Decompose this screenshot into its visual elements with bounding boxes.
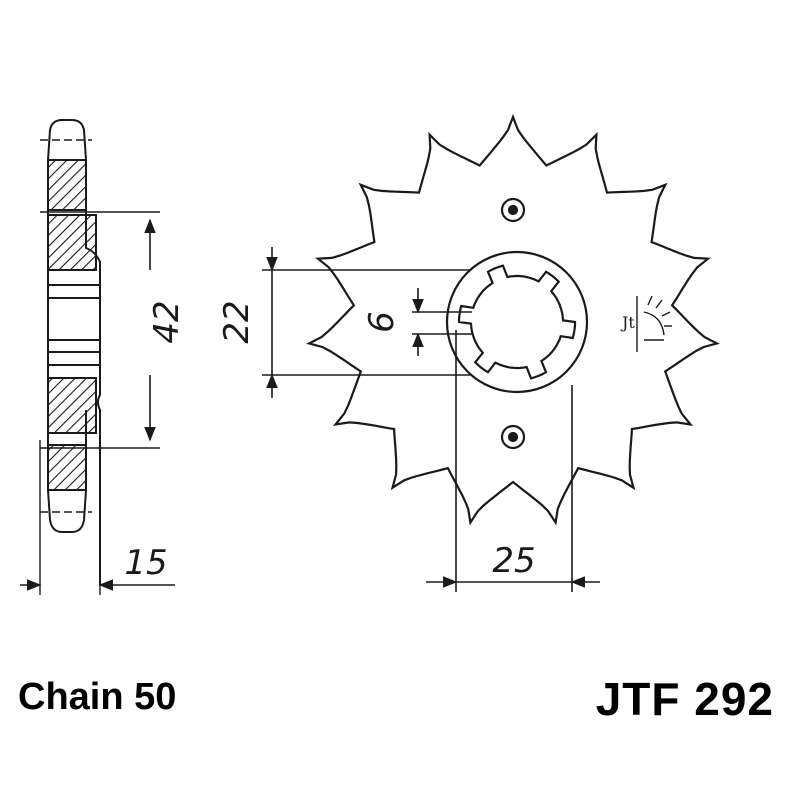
- side-tooth-top: [47, 119, 87, 161]
- sprocket-front: [306, 113, 720, 526]
- hatch-upper: [47, 159, 87, 211]
- dimension-6: [412, 288, 472, 356]
- sprocket-outline: [306, 113, 720, 526]
- dim-25-label: 25: [492, 541, 535, 581]
- bolt-hole-bottom: [500, 424, 526, 450]
- dim-22-label: 22: [217, 300, 257, 343]
- svg-text:Jt: Jt: [620, 313, 635, 332]
- jt-logo-icon: Jt: [620, 295, 672, 352]
- part-number-label: JTF 292: [595, 673, 774, 725]
- side-tooth-bottom: [47, 489, 87, 533]
- hatch-lower-hub: [47, 377, 97, 434]
- dim-15-label: 15: [124, 543, 167, 583]
- dimension-25: [426, 330, 600, 592]
- dim-42-label: 42: [147, 300, 187, 343]
- chain-size-label: Chain 50: [18, 676, 177, 718]
- hatch-lower: [47, 444, 87, 491]
- hatch-upper-hub: [47, 214, 97, 271]
- dimension-22: [262, 247, 470, 398]
- hub-circle: [445, 250, 589, 394]
- bolt-hole-top: [500, 197, 526, 223]
- spline-bore: [457, 264, 577, 380]
- dim-6-label: 6: [362, 311, 402, 333]
- side-view: [39, 119, 160, 595]
